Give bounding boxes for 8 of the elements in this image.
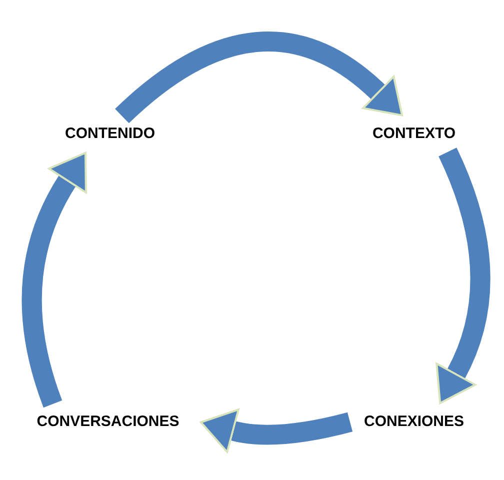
node-label: CONEXIONES <box>364 412 464 432</box>
node-label: CONVERSACIONES <box>36 412 180 432</box>
curved-arrow <box>200 408 352 454</box>
node-label: CONTENIDO <box>65 124 155 144</box>
curved-arrow <box>22 151 88 408</box>
node-label: CONTEXTO <box>372 124 456 144</box>
curved-arrow <box>115 32 404 124</box>
curved-arrow <box>435 148 490 405</box>
